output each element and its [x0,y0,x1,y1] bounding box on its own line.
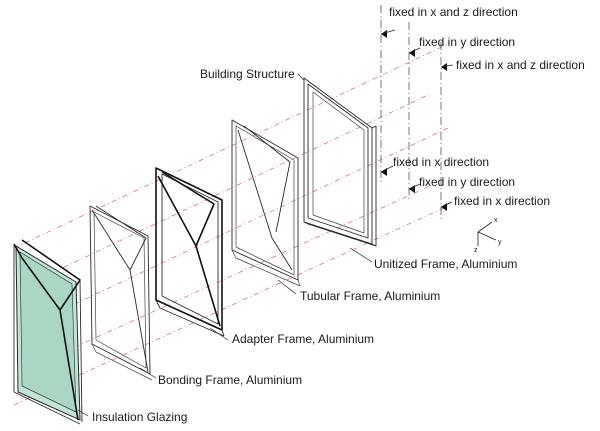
label-insulation-glazing: Insulation Glazing [92,410,187,424]
insulation-glazing [13,239,83,425]
axis-y-label: y [498,239,502,246]
label-building-structure: Building Structure [200,67,295,81]
unitized-frame [231,119,301,287]
constraint-label-top-3: fixed in x and z direction [456,58,585,72]
constraint-label-top-1: fixed in x and z direction [389,5,518,19]
constraint-arrow-icon [441,203,447,211]
axis-x-label: x [494,217,498,224]
label-unitized-frame: Unitized Frame, Aluminium [374,257,517,271]
label-leaders [77,73,373,417]
constraint-label-bottom-3: fixed in x direction [454,194,550,208]
reference-axes [380,5,442,222]
label-bonding-frame: Bonding Frame, Aluminium [158,373,302,387]
constraint-label-bottom-2: fixed in y direction [419,175,515,189]
constraint-label-top-2: fixed in y direction [419,35,515,49]
constraint-arrow-icon [381,30,387,38]
projection-lines [13,43,449,406]
projection-line [19,127,449,331]
constraint-arrow-icon [409,49,415,57]
label-adapter-frame: Adapter Frame, Aluminium [232,332,374,346]
coordinate-axes-icon: x y z [474,217,502,254]
axis-z-label: z [474,247,478,254]
projection-line [19,185,431,373]
constraint-label-bottom-1: fixed in x direction [393,155,489,169]
projection-line [13,43,449,249]
projection-line [19,93,431,289]
constraint-arrow-icon [409,185,415,193]
building-structure-frame [303,77,377,247]
label-tubular-frame: Tubular Frame, Aluminium [300,289,440,303]
constraint-arrows [380,29,454,211]
constraint-arrow-icon [441,63,447,71]
tubular-frame [155,167,225,337]
